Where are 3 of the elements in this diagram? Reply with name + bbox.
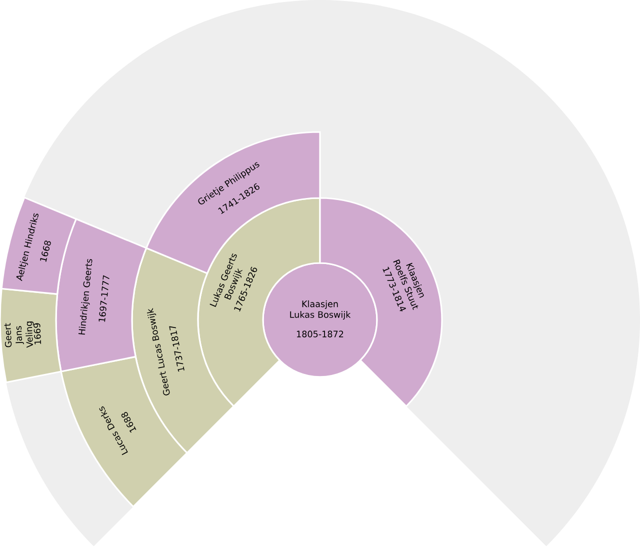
ancestor-segment: Geert Jans Veling 1669 [0,288,62,384]
ancestor-segment: Aeltjen Hindriks 1668 [0,196,77,295]
ancestor-segment: Hindrikjen Geerts 1697-1777 [55,218,148,372]
